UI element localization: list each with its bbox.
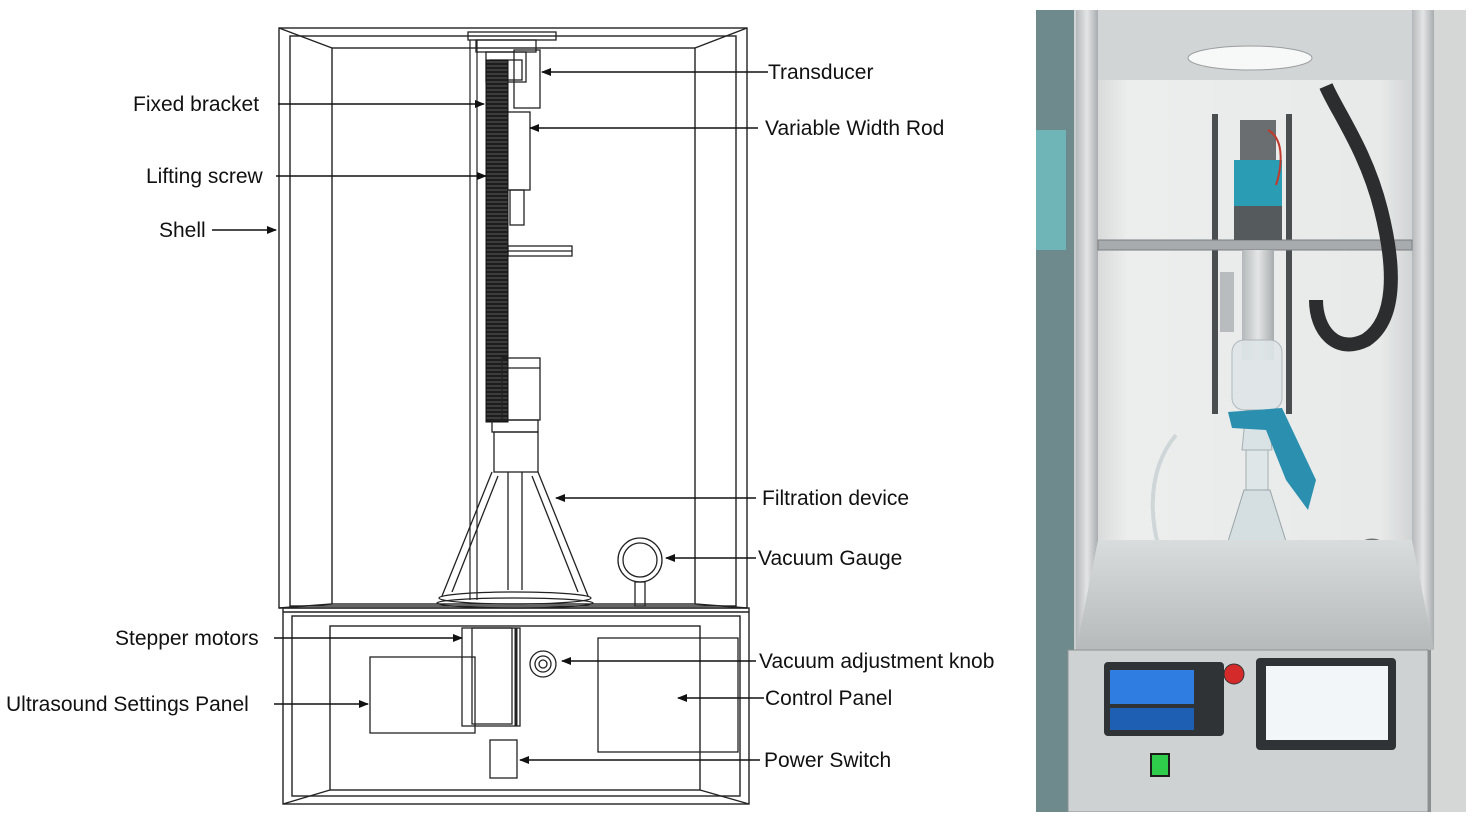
label-shell: Shell <box>159 219 206 242</box>
label-fixed-bracket: Fixed bracket <box>133 93 260 116</box>
lifting-screw <box>485 59 509 423</box>
label-stepper-motors: Stepper motors <box>115 627 259 650</box>
label-control-panel: Control Panel <box>765 687 893 710</box>
transducer-assembly <box>467 31 573 257</box>
label-vacuum-gauge: Vacuum Gauge <box>758 547 903 570</box>
label-lifting-screw: Lifting screw <box>146 165 263 188</box>
filtration-flask <box>436 471 594 609</box>
leader-lines <box>212 68 768 764</box>
cabinet-shell <box>278 27 750 805</box>
device-schematic <box>212 27 768 805</box>
label-vacuum-adjustment-knob: Vacuum adjustment knob <box>759 650 995 673</box>
label-variable-width-rod: Variable Width Rod <box>765 117 945 140</box>
label-transducer: Transducer <box>768 61 874 84</box>
label-ultrasound-settings-panel: Ultrasound Settings Panel <box>6 693 249 716</box>
mid-couplings <box>491 357 541 473</box>
base-components <box>369 627 739 779</box>
device-photo <box>1036 10 1466 812</box>
label-filtration-device: Filtration device <box>762 487 910 510</box>
vacuum-gauge <box>617 537 663 607</box>
label-power-switch: Power Switch <box>764 749 892 772</box>
